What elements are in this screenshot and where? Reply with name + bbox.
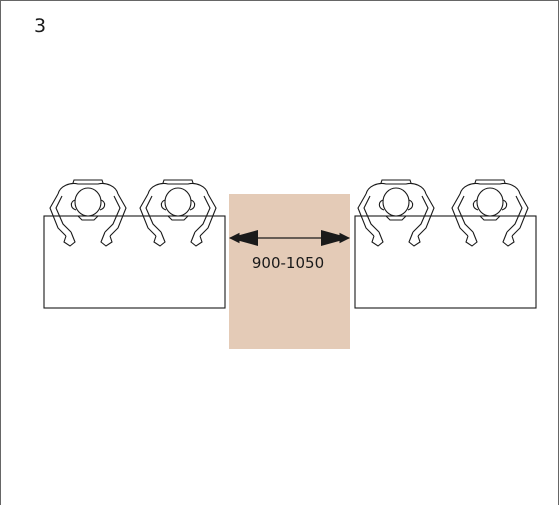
arrowhead-left <box>229 230 258 246</box>
desk-left <box>43 215 226 309</box>
clearance-zone <box>229 194 350 349</box>
dimension-label: 900-1050 <box>251 254 325 272</box>
panel-number: 3 <box>34 15 47 37</box>
desk-right <box>354 215 537 309</box>
arrowhead-right <box>321 230 350 246</box>
